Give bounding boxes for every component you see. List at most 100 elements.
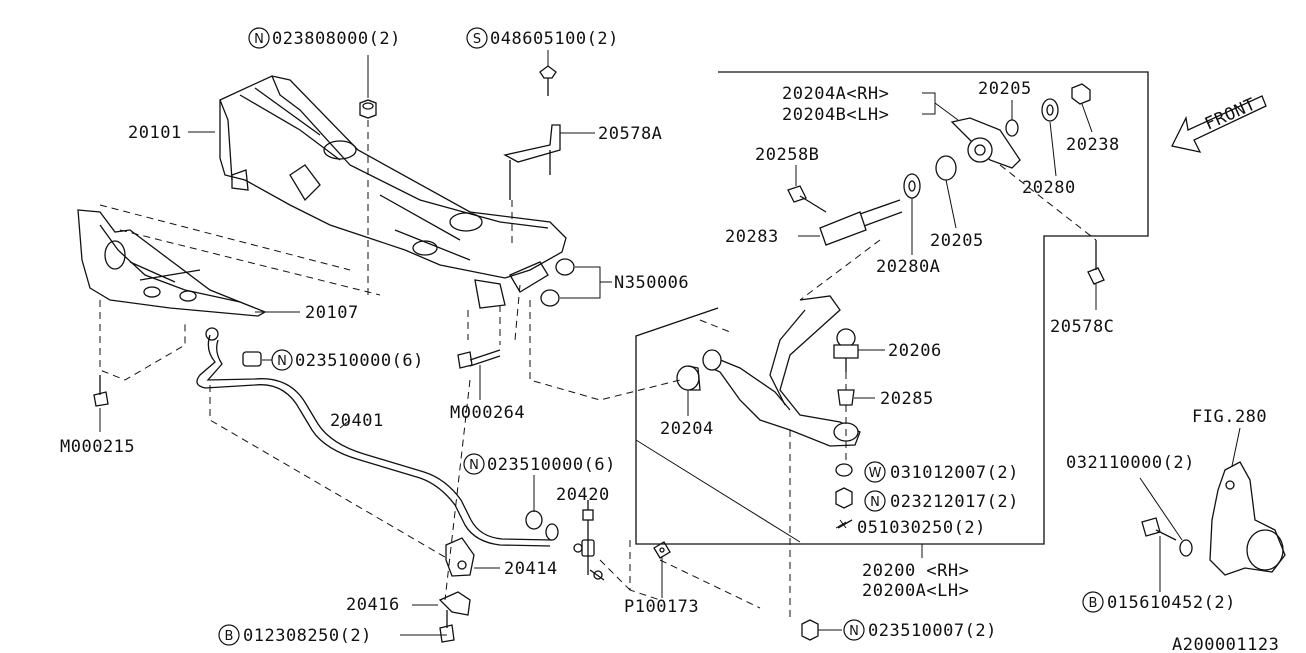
label-front: FRONT (1202, 94, 1259, 134)
label-031012007: 031012007(2) (890, 463, 1019, 483)
label-20280A: 20280A (876, 257, 940, 277)
label-023212017: 023212017(2) (890, 492, 1019, 512)
boot-20285 (837, 389, 855, 406)
svg-text:B: B (1089, 596, 1098, 611)
bracket-20416 (438, 591, 471, 616)
label-20206: 20206 (888, 341, 942, 361)
label-051030250: 051030250(2) (857, 518, 986, 538)
dashed-lines (99, 120, 1097, 620)
label-20238: 20238 (1066, 135, 1120, 155)
label-20401: 20401 (330, 411, 384, 431)
label-20578C: 20578C (1050, 317, 1114, 337)
svg-text:B: B (225, 629, 234, 644)
cotter-pin-icon (835, 519, 847, 529)
marker-w-031012007: W (864, 461, 886, 483)
label-20416: 20416 (346, 595, 400, 615)
lower-arm-20200 (702, 295, 861, 447)
svg-text:N: N (870, 495, 880, 510)
bushing-20414 (445, 537, 475, 577)
label-M000264: M000264 (450, 403, 525, 423)
nut-023808000 (359, 99, 377, 119)
washer-031012007 (835, 463, 853, 477)
leader-lines (99, 50, 1241, 636)
marker-n-023510007: N (843, 619, 865, 641)
label-015610452: 015610452(2) (1107, 593, 1236, 613)
label-20285: 20285 (880, 389, 934, 409)
marker-n-023510000-mid: N (463, 453, 485, 475)
bushing-20205-mid (935, 155, 957, 181)
label-20258B: 20258B (755, 145, 819, 165)
label-20107: 20107 (305, 303, 359, 323)
bolt-015610452 (1141, 517, 1177, 541)
label-M000215: M000215 (60, 437, 135, 457)
nut-20238 (1071, 83, 1091, 105)
label-023510000-mid: 023510000(6) (487, 455, 616, 475)
nut-023510000-left (242, 351, 262, 367)
label-N350006: N350006 (614, 273, 689, 293)
inset-box (635, 71, 1149, 545)
label-023510007: 023510007(2) (868, 621, 997, 641)
label-20578A: 20578A (598, 124, 662, 144)
svg-text:N: N (849, 624, 859, 639)
label-P100173: P100173 (624, 597, 699, 617)
svg-text:N: N (254, 32, 264, 47)
label-20280-right: 20280 (1022, 178, 1076, 198)
marker-n-023510000-left: N (271, 349, 293, 371)
label-032110000: 032110000(2) (1066, 453, 1195, 473)
label-048605100: 048605100(2) (490, 29, 619, 49)
label-20283: 20283 (725, 227, 779, 247)
bolt-M000264 (457, 349, 501, 369)
label-20200: 20200 <RH> (862, 561, 969, 581)
washer-20280A (903, 173, 921, 199)
bushing-20204 (676, 365, 701, 391)
label-20101: 20101 (128, 123, 182, 143)
washer-032110000 (1179, 539, 1193, 557)
label-012308250: 012308250(2) (243, 626, 372, 646)
stabilizer-bar-20401 (196, 327, 553, 547)
bracket-20204A (950, 117, 1021, 169)
bushing-small (525, 510, 559, 541)
label-20420: 20420 (556, 485, 610, 505)
pin-051030250 (837, 519, 853, 529)
svg-text:N: N (277, 354, 287, 369)
svg-text:W: W (869, 466, 882, 481)
marker-s-048605100: S (466, 27, 488, 49)
labels: 023808000(2) 048605100(2) 20101 20578A N… (60, 29, 1279, 653)
marker-b-012308250: B (218, 624, 240, 646)
crossmember-20101 (219, 75, 567, 309)
label-20205-top: 20205 (978, 79, 1032, 99)
washer-20205-top (1005, 119, 1019, 137)
front-arrow-icon (1171, 95, 1267, 153)
label-20414: 20414 (504, 559, 558, 579)
knuckle-fig280 (1209, 461, 1286, 576)
plate-20107 (77, 209, 267, 317)
washer-20280-top (1041, 98, 1059, 122)
bracket-20578A (503, 124, 561, 200)
bolt-M000215 (93, 375, 109, 407)
svg-text:N: N (469, 458, 479, 473)
label-20204: 20204 (660, 419, 714, 439)
balljoint-20206 (833, 328, 859, 372)
label-20204A: 20204A<RH> (782, 84, 889, 104)
label-20200A: 20200A<LH> (862, 581, 969, 601)
label-20204B: 20204B<LH> (782, 105, 889, 125)
label-023808000: 023808000(2) (272, 29, 401, 49)
marker-n-023212017: N (864, 490, 886, 512)
link-20420 (573, 500, 605, 581)
bolt-20578C (1087, 240, 1105, 285)
label-023510000-left: 023510000(6) (295, 351, 424, 371)
label-20205-mid: 20205 (930, 231, 984, 251)
nut-023212017 (835, 487, 853, 509)
marker-b-015610452: B (1082, 591, 1104, 613)
label-fig280: FIG.280 (1192, 407, 1267, 427)
bolt-012308250 (439, 610, 455, 643)
nuts-N350006 (540, 258, 575, 307)
marker-n-023808000: N (248, 27, 270, 49)
diagram-id: A200001123 (1172, 635, 1279, 653)
bolt-048605100 (539, 65, 557, 96)
nut-023510007 (801, 619, 819, 641)
shaft-20283 (819, 199, 903, 246)
bolt-20258B (787, 185, 827, 213)
